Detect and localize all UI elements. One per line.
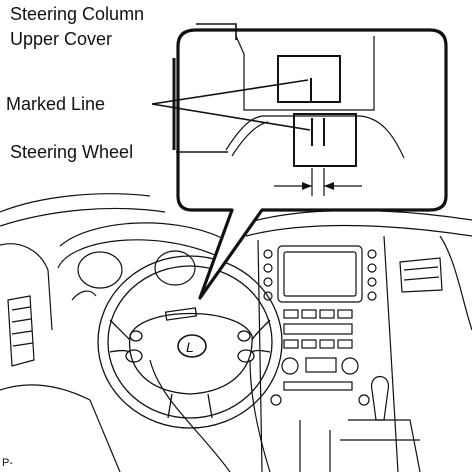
steering-wheel-drawing (97, 255, 283, 429)
cover-mark-box (277, 55, 341, 103)
label-steering-wheel: Steering Wheel (10, 142, 133, 162)
emblem-letter: L (186, 339, 194, 355)
callout-detail (225, 35, 405, 196)
wheel-mark-box (293, 113, 357, 167)
label-column-cover-line2: Upper Cover (10, 29, 112, 49)
callout-bubble (176, 28, 448, 300)
emblem-icon (177, 334, 207, 358)
center-stack-buttons (263, 249, 377, 406)
dimension-arrows (302, 182, 334, 190)
label-column-cover-line1: Steering Column (10, 4, 144, 24)
leader-lines (151, 23, 311, 153)
label-marked-line: Marked Line (6, 94, 105, 114)
figure-code: P- (2, 457, 13, 469)
